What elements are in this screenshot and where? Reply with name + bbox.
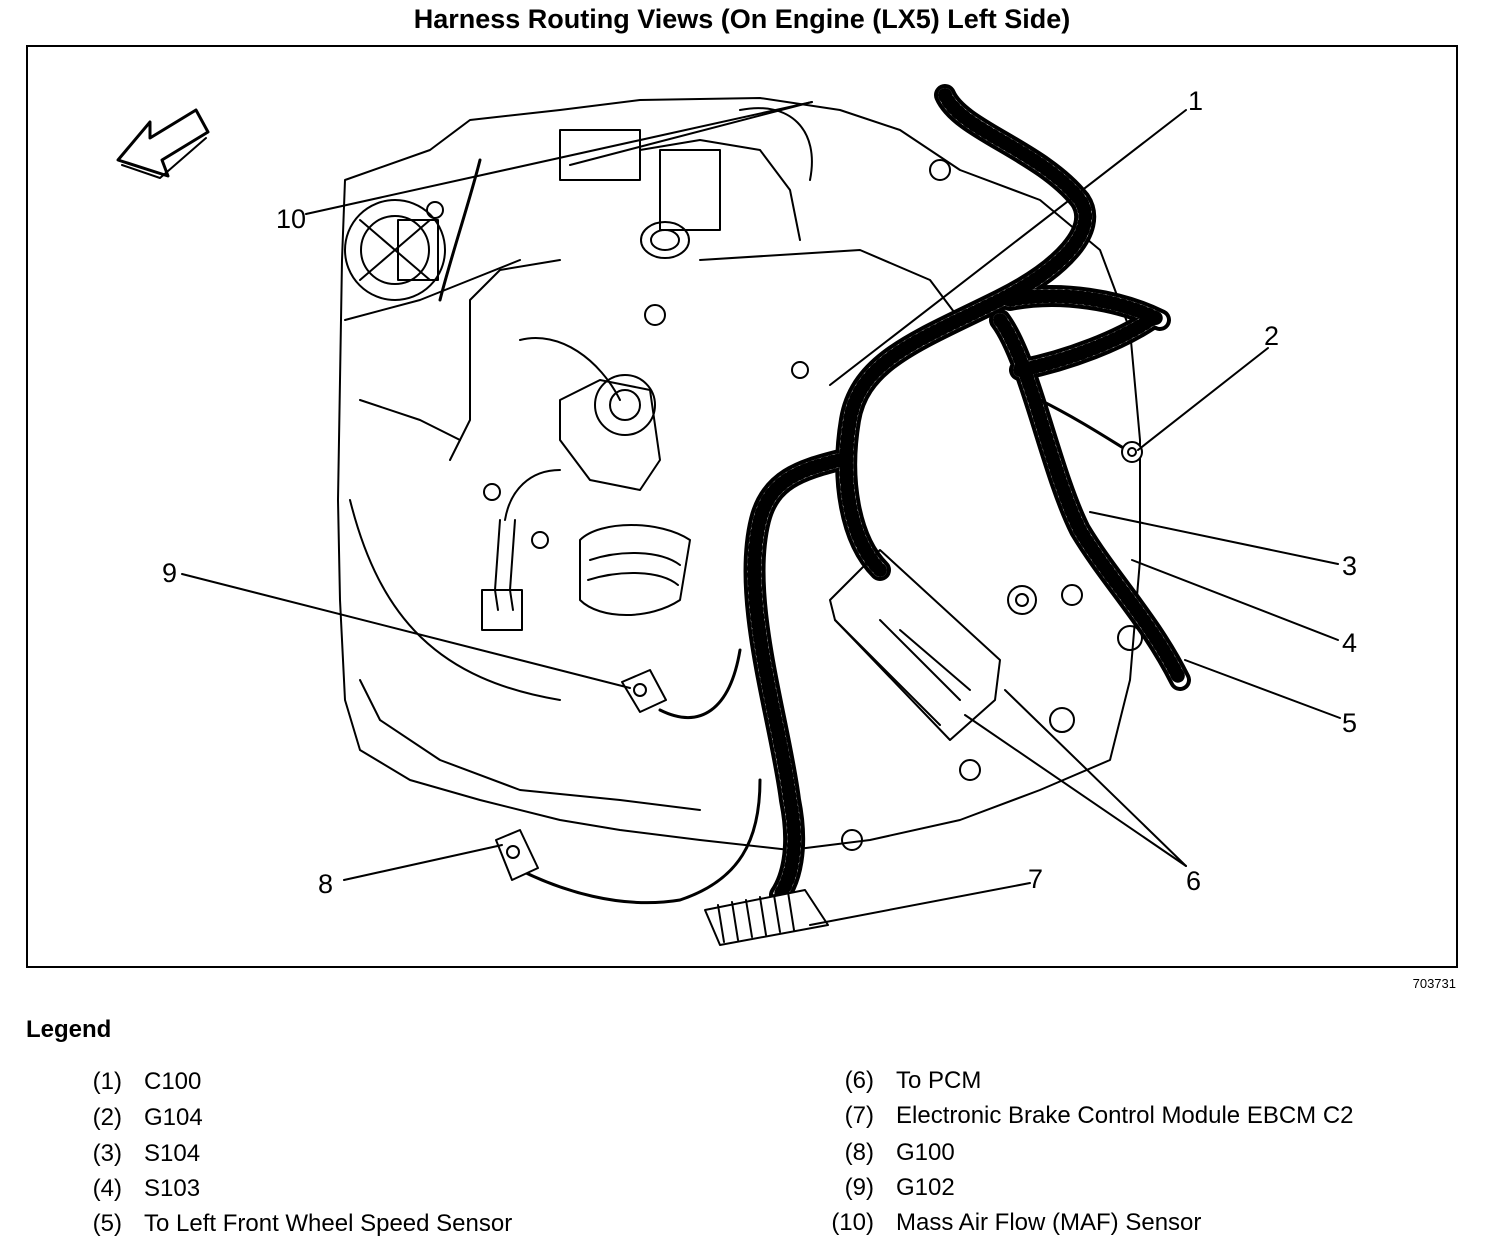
- legend-item-5: (5) To Left Front Wheel Speed Sensor: [70, 1210, 513, 1238]
- legend-label: To Left Front Wheel Speed Sensor: [144, 1210, 513, 1237]
- callout-7: 7: [1028, 864, 1043, 894]
- legend-item-3: (3) S104: [70, 1140, 200, 1168]
- thin-wires: [438, 158, 1132, 905]
- legend-label: Mass Air Flow (MAF) Sensor: [896, 1209, 1202, 1236]
- callout-8: 8: [318, 869, 333, 899]
- legend-label: C100: [144, 1068, 202, 1095]
- legend-number: (5): [92, 1210, 122, 1237]
- callout-1: 1: [1188, 86, 1203, 116]
- bolts: [426, 159, 1143, 851]
- legend-number: (8): [844, 1139, 874, 1166]
- legend-item-6: (6) To PCM: [822, 1067, 982, 1095]
- ground-terminal-g102: [621, 669, 667, 713]
- legend-number: (3): [92, 1140, 122, 1167]
- legend-number: (6): [844, 1067, 874, 1094]
- figure-id: 703731: [1412, 976, 1456, 991]
- legend-item-9: (9) G102: [822, 1174, 955, 1202]
- legend-heading: Legend: [26, 1016, 112, 1043]
- legend-number: (1): [92, 1068, 122, 1095]
- legend-number: (4): [92, 1175, 122, 1202]
- callout-9: 9: [162, 558, 177, 588]
- legend-number: (10): [831, 1209, 874, 1236]
- callout-10: 10: [276, 204, 306, 234]
- main-wiring-harness: [743, 84, 1191, 906]
- legend-item-4: (4) S103: [70, 1175, 200, 1203]
- callout-3: 3: [1342, 551, 1357, 581]
- legend-item-10: (10) Mass Air Flow (MAF) Sensor: [822, 1209, 1201, 1237]
- main-wiring-harness-inner: [747, 88, 1187, 902]
- legend-label: S103: [144, 1175, 201, 1202]
- ebcm-connector: [704, 889, 829, 946]
- callout-5: 5: [1342, 708, 1357, 738]
- leader-lines: [181, 101, 1341, 926]
- legend-item-1: (1) C100: [70, 1068, 202, 1096]
- legend-label: G100: [896, 1139, 955, 1166]
- engine-block: [337, 97, 1141, 851]
- diagram-frame: [26, 45, 1458, 968]
- callout-labels: 1 2 3 4 5 6 7 8 9 10: [162, 86, 1357, 899]
- callout-2: 2: [1264, 321, 1279, 351]
- direction-arrow-icon: [116, 108, 210, 179]
- alternator: [344, 199, 446, 301]
- legend-label: To PCM: [896, 1067, 982, 1094]
- legend-number: (7): [844, 1102, 874, 1129]
- ground-terminal-g104: [1121, 441, 1143, 463]
- legend-number: (9): [844, 1174, 874, 1201]
- callout-6: 6: [1186, 866, 1201, 896]
- throttle-body: [559, 221, 691, 616]
- legend-item-8: (8) G100: [822, 1139, 955, 1167]
- callout-4: 4: [1342, 628, 1357, 658]
- fuel-line: [481, 469, 561, 631]
- legend-label: G104: [144, 1104, 203, 1131]
- legend-item-2: (2) G104: [70, 1104, 203, 1132]
- legend-label: G102: [896, 1174, 955, 1201]
- pcm-bracket: [829, 549, 1001, 741]
- ground-terminal-g100: [495, 829, 539, 881]
- legend-label: Electronic Brake Control Module EBCM C2: [896, 1102, 1354, 1129]
- legend-number: (2): [92, 1104, 122, 1131]
- harness-ribbing: [747, 88, 1187, 902]
- diagram-title: Harness Routing Views (On Engine (LX5) L…: [413, 4, 1071, 34]
- legend-item-7: (7) Electronic Brake Control Module EBCM …: [822, 1102, 1354, 1130]
- legend-label: S104: [144, 1140, 201, 1167]
